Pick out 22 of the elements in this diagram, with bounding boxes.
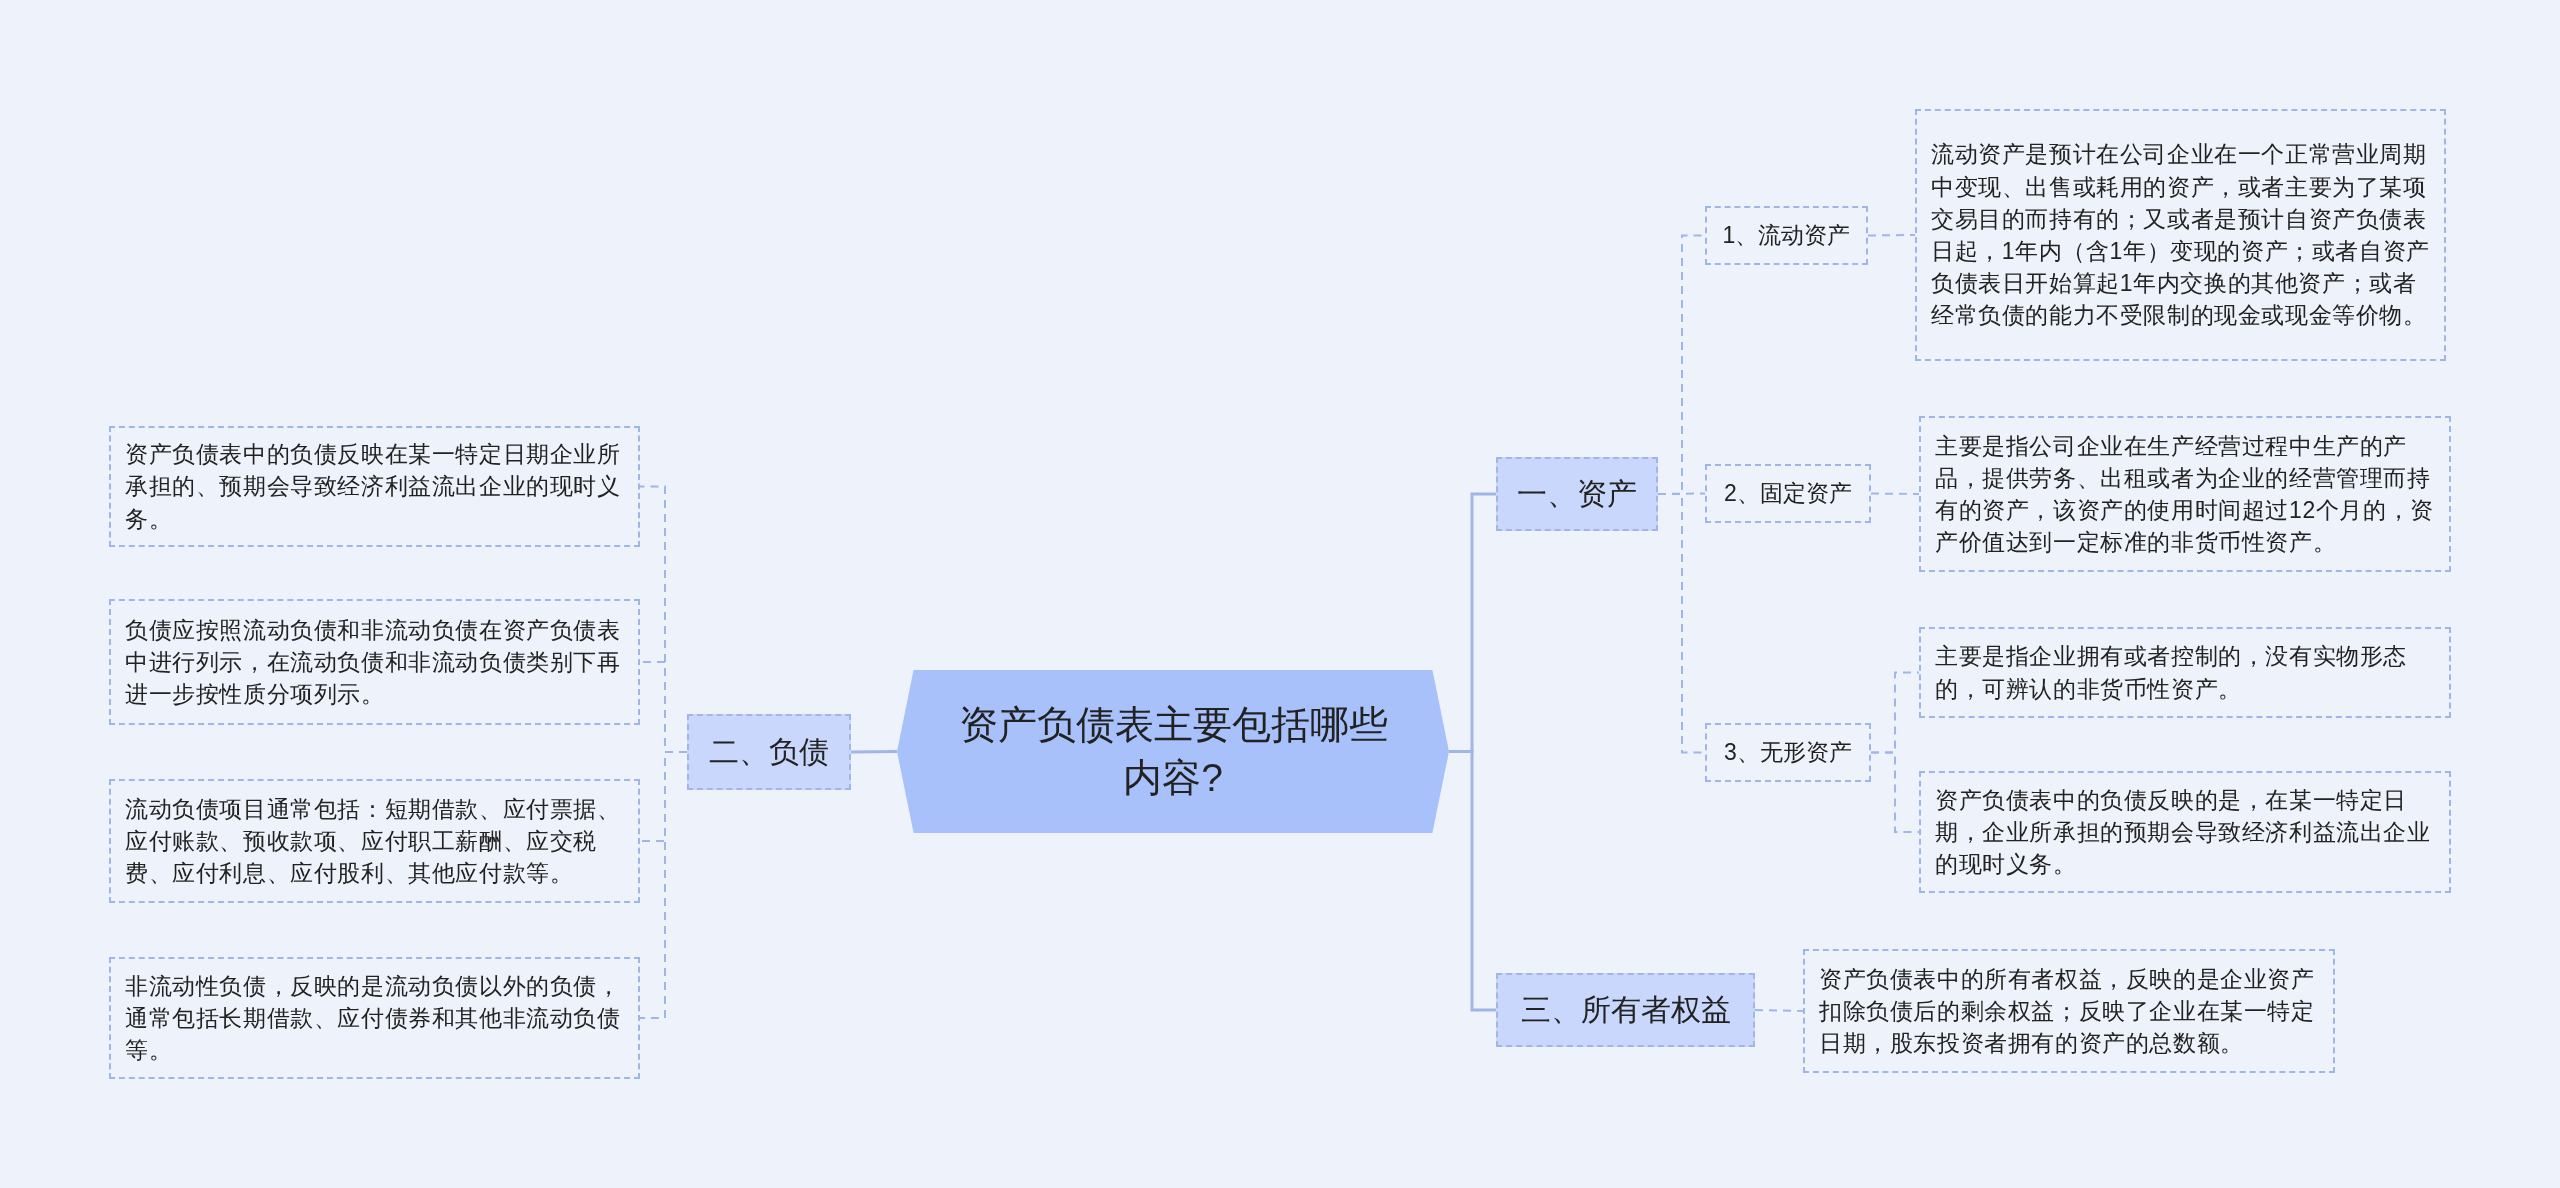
connector-line bbox=[851, 750, 897, 754]
connector-line bbox=[1867, 234, 1916, 237]
text-box: 资产负债表中的负债反映的是，在某一特定日期，企业所承担的预期会导致经济利益流出企业的现时义务。 bbox=[1919, 771, 2451, 893]
text-box: 流动负债项目通常包括：短期借款、应付票据、应付账款、预收款项、应付职工薪酬、应交税费、应付利息、应付股利、其他应付款等。 bbox=[109, 779, 640, 903]
text-box: 资产负债表中的所有者权益，反映的是企业资产扣除负债后的剩余权益；反映了企业在某一特定日期，股东投资者拥有的资产的总数额。 bbox=[1803, 949, 2335, 1073]
connector-line bbox=[1870, 492, 1920, 495]
text-box: 主要是指公司企业在生产经营过程中生产的产品，提供劳务、出租或者为企业的经营管理而持有的资产，该资产的使用时间超过12个月的，资产价值达到一定标准的非货币性资产。 bbox=[1919, 416, 2451, 572]
connector-line bbox=[1449, 750, 1496, 1012]
connector-line bbox=[1870, 751, 1920, 833]
connector-line bbox=[1754, 1009, 1804, 1012]
subtopic-box: 2、固定资产 bbox=[1705, 464, 1871, 523]
topic-box: 三、所有者权益 bbox=[1496, 973, 1755, 1047]
text-box: 流动资产是预计在公司企业在一个正常营业周期中变现、出售或耗用的资产，或者主要为了某项交易目的而持有的；又或者是预计自资产负债表日起，1年内（含1年）变现的资产；或者自资产负债表日开始算起1年内交换的其他资产；或者经常负债的能力不受限制的现金或现金等价物。 bbox=[1915, 109, 2446, 361]
topic-box: 一、资产 bbox=[1496, 457, 1658, 531]
text-box: 非流动性负债，反映的是流动负债以外的负债，通常包括长期借款、应付债券和其他非流动负债等。 bbox=[109, 957, 640, 1079]
text-box: 资产负债表中的负债反映在某一特定日期企业所承担的、预期会导致经济利益流出企业的现时义务。 bbox=[109, 426, 640, 547]
subtopic-box: 1、流动资产 bbox=[1705, 206, 1868, 265]
text-box: 负债应按照流动负债和非流动负债在资产负债表中进行列示，在流动负债和非流动负债类别下再进一步按性质分项列示。 bbox=[109, 599, 640, 725]
connector-line bbox=[639, 751, 688, 1019]
text-box: 主要是指企业拥有或者控制的，没有实物形态的，可辨认的非货币性资产。 bbox=[1919, 627, 2451, 718]
topic-box: 二、负债 bbox=[687, 714, 851, 790]
subtopic-box: 3、无形资产 bbox=[1705, 723, 1871, 782]
